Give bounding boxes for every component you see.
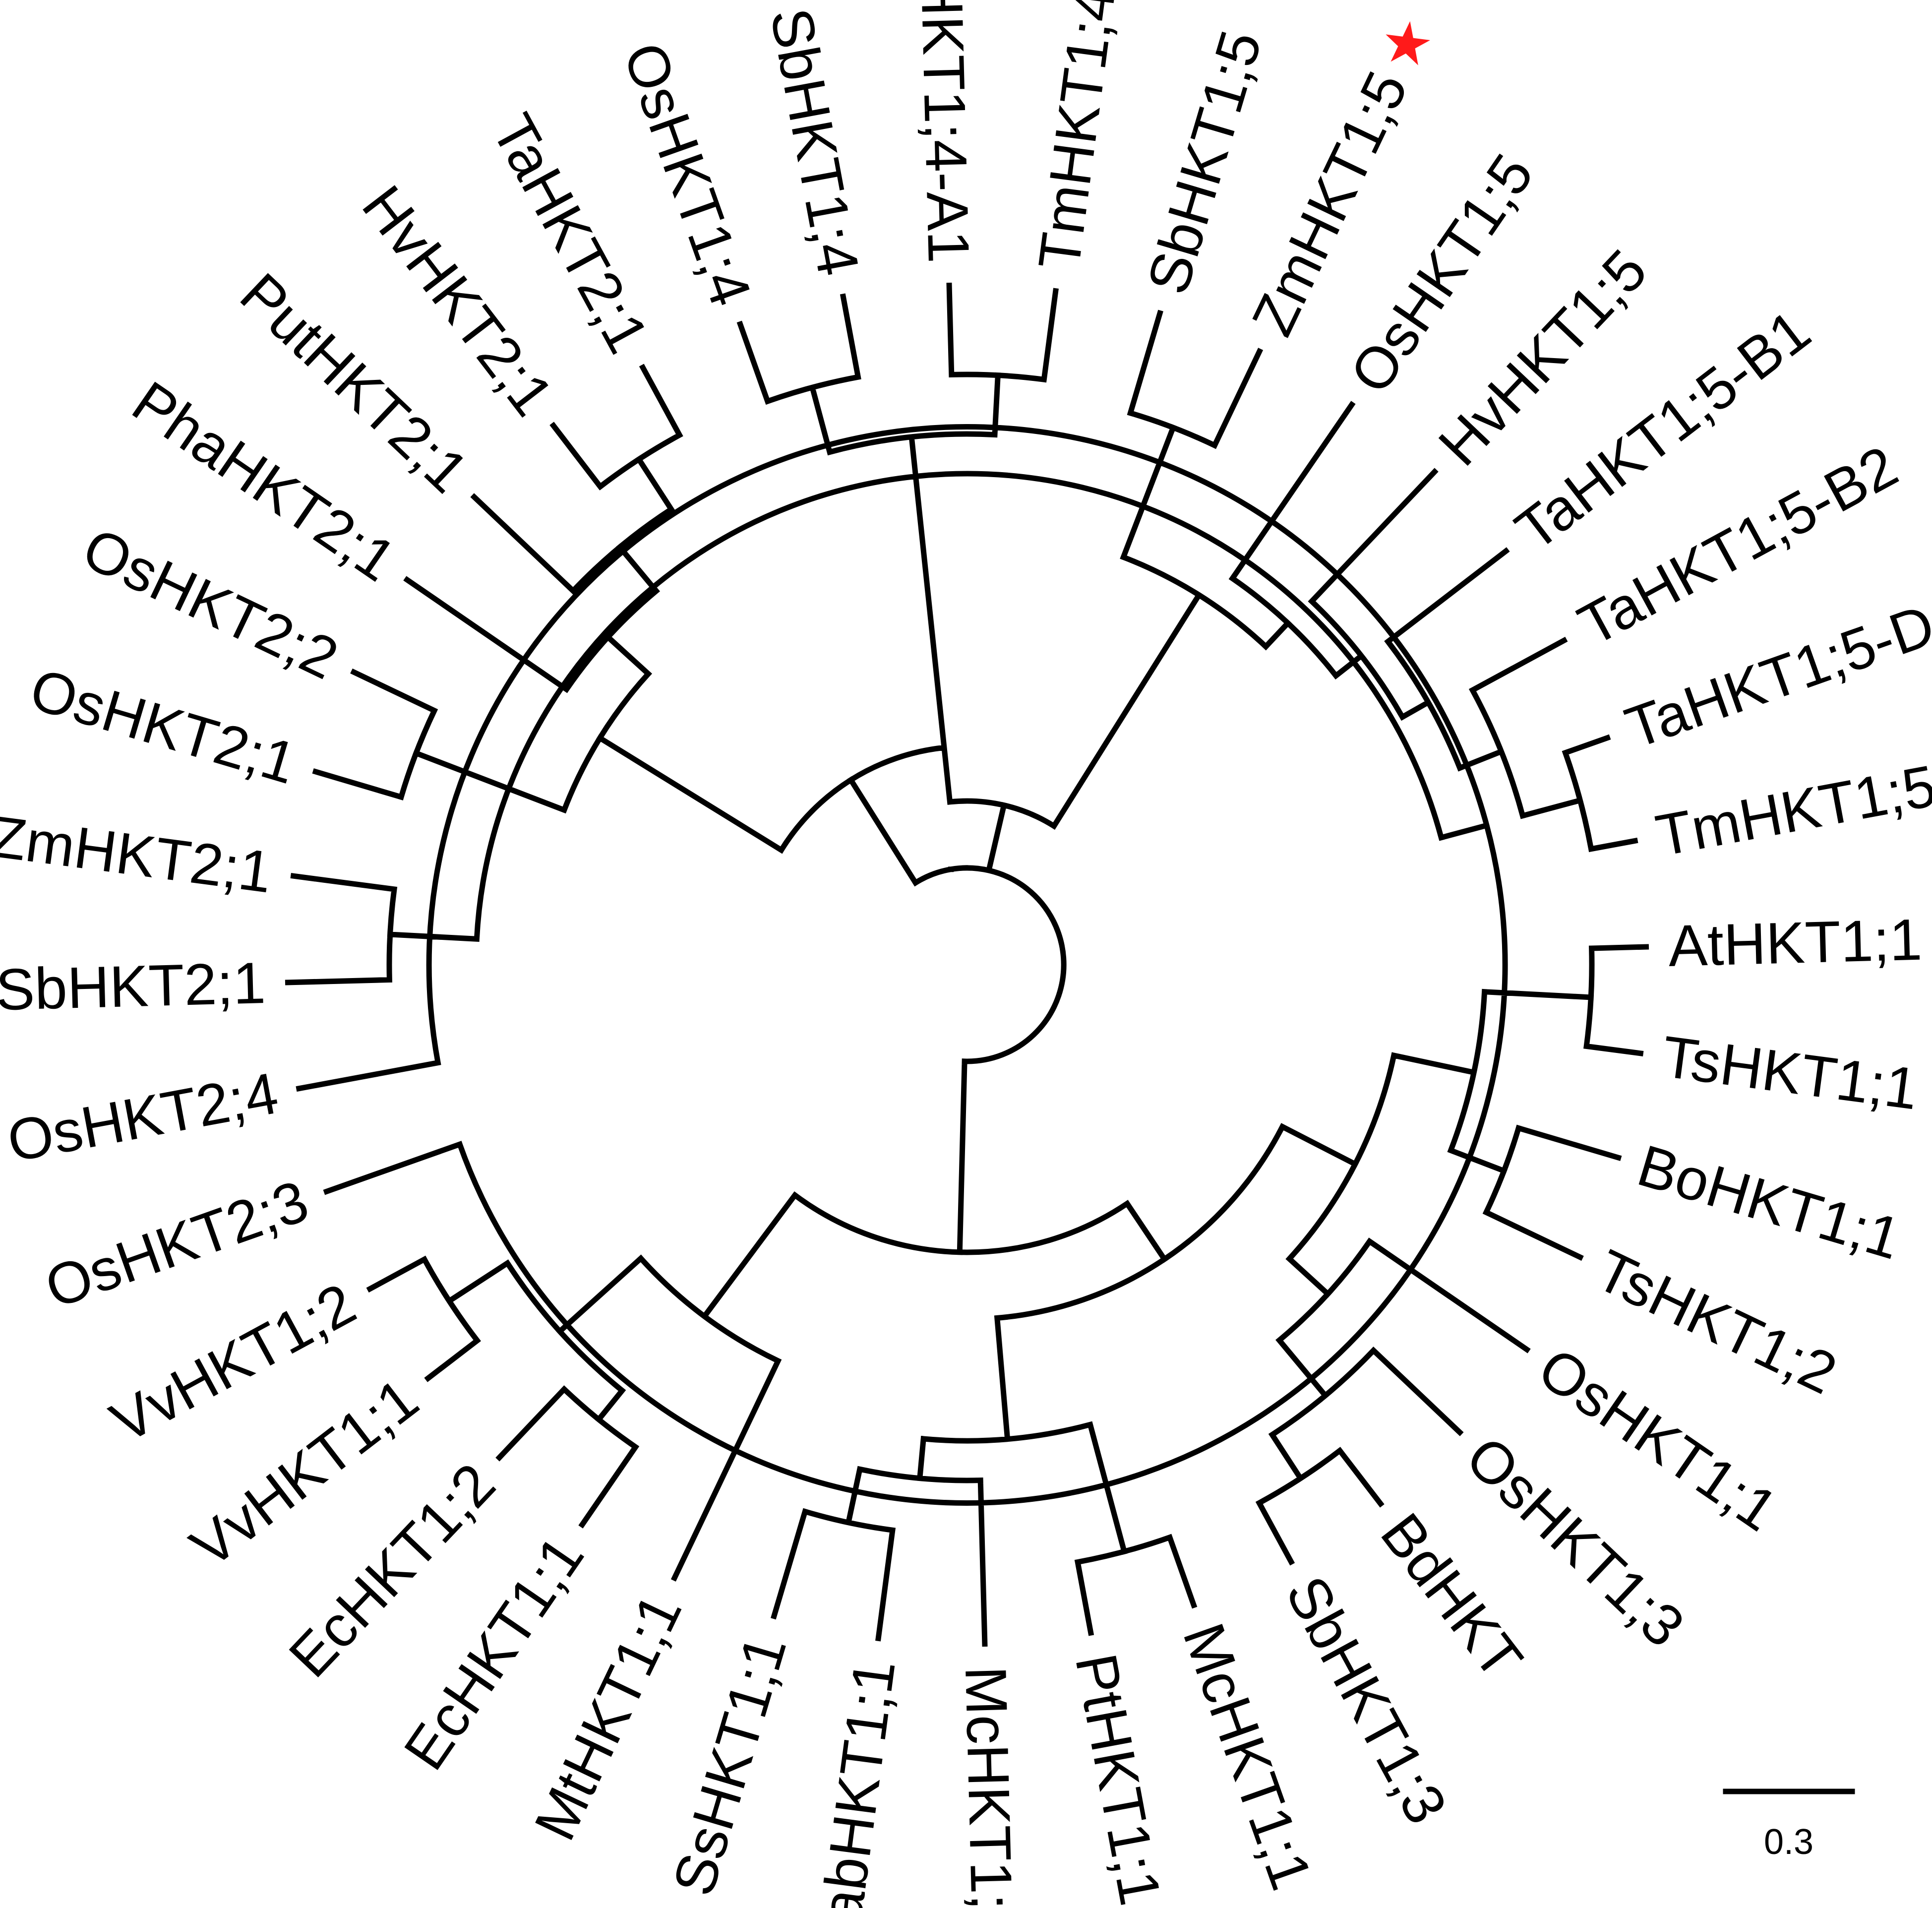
leaf-label-os14: OsHKT1;4 xyxy=(611,35,764,314)
leaf-label-ss11: SsHKT1;1 xyxy=(661,1628,799,1903)
marker-star-icon: ★ xyxy=(1365,6,1447,82)
leaf-label-sb14: SbHKT1;4 xyxy=(758,3,871,280)
leaf-label-bd: BdHKT xyxy=(1368,1501,1535,1691)
leaf-label-tm15a: TmHKT1;5-A xyxy=(1651,742,1932,869)
scale-bar-label: 0.3 xyxy=(1764,1822,1813,1862)
leaf-label-os24: OsHKT2;4 xyxy=(2,1060,283,1174)
leaf-label-sab11: SabHKT1;1 xyxy=(803,1656,907,1908)
leaf-label-sb21: SbHKT2;1 xyxy=(0,950,266,1023)
leaf-label-zm21: ZmHKT2;1 xyxy=(0,803,276,905)
leaf-label-bo11: BoHKT1;1 xyxy=(1630,1133,1908,1272)
leaf-label-os21: OsHKT2;1 xyxy=(23,656,303,797)
leaf-label-os23: OsHKT2;3 xyxy=(37,1168,316,1321)
leaf-label-mc11: McHKT1;1 xyxy=(1170,1615,1324,1898)
leaf-label-pt11: PtHKT1;1 xyxy=(1063,1649,1173,1908)
leaf-label-tm14a2: TmHKT1;4-A2 xyxy=(1026,0,1140,273)
leaf-label-sb15: SbHKT1;5 xyxy=(1135,24,1274,301)
scale-bar: 0.3 xyxy=(1723,1788,1855,1862)
tree-branch-path xyxy=(285,282,1649,1647)
leaf-label-ts11: TsHKT1;1 xyxy=(1658,1024,1922,1122)
leaf-label-at11: AtHKT1;1 xyxy=(1668,907,1923,979)
leaf-label-mc12: McHKT1;2 xyxy=(953,1665,1026,1908)
tree-branches xyxy=(285,282,1649,1647)
leaf-label-tm14a1: TmHKT1;4-A1 xyxy=(906,0,981,264)
